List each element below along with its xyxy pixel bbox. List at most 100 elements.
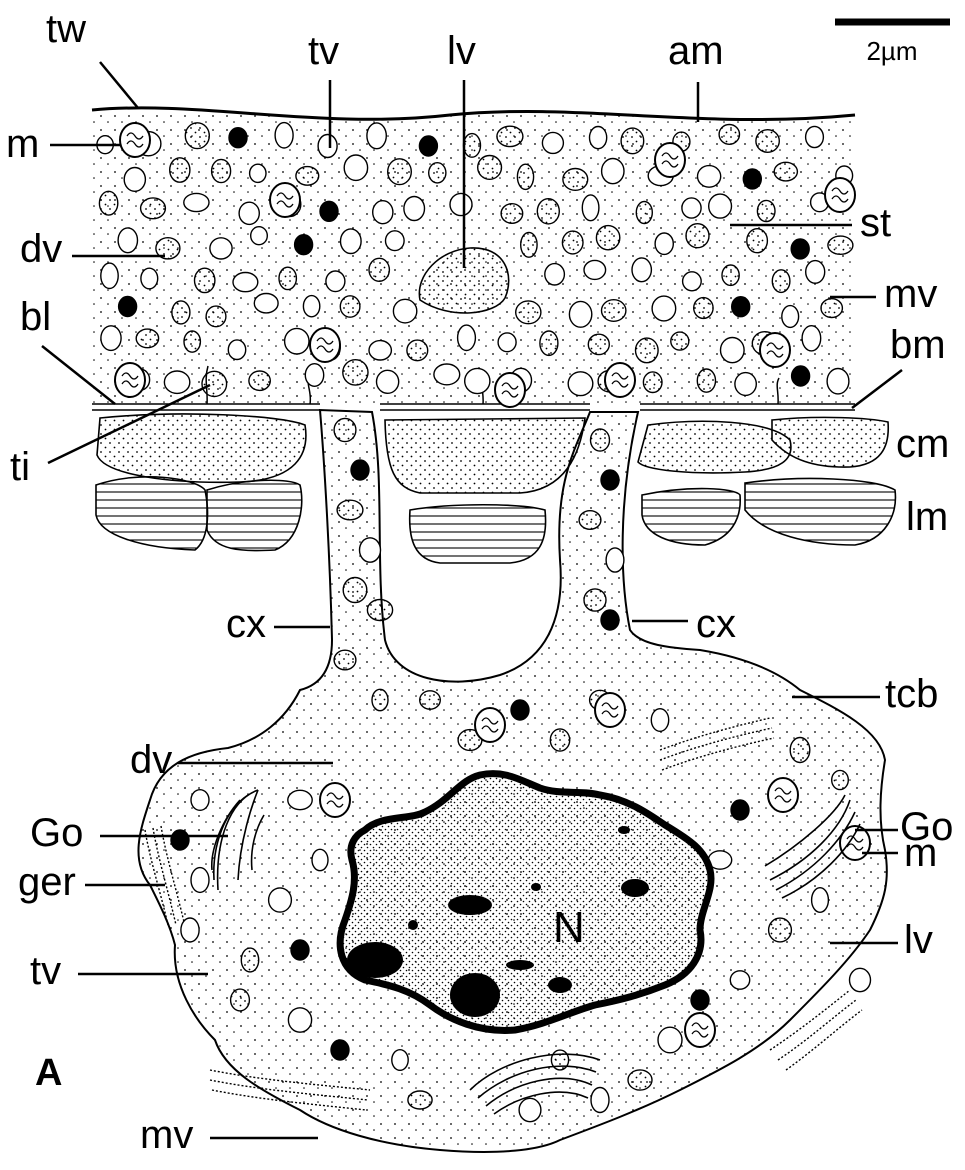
translucent-vesicle: [632, 258, 651, 282]
translucent-vesicle: [326, 271, 345, 292]
translucent-vesicle: [806, 261, 825, 284]
translucent-vesicle: [434, 364, 460, 385]
dense-vesicle: [731, 800, 749, 820]
dense-vesicle: [511, 700, 529, 720]
label-am: am: [668, 29, 724, 73]
multivesicular-body: [636, 338, 659, 363]
translucent-vesicle: [519, 1098, 541, 1121]
label-bm: bm: [890, 323, 946, 367]
multivesicular-body: [821, 299, 842, 318]
mitochondrion: [495, 373, 525, 407]
translucent-vesicle: [386, 231, 405, 251]
multivesicular-body: [212, 159, 231, 182]
translucent-vesicle: [730, 971, 749, 989]
multivesicular-body: [231, 989, 250, 1011]
multivesicular-body: [296, 167, 319, 186]
translucent-vesicle: [228, 340, 245, 360]
dense-vesicle: [291, 940, 309, 960]
label-mv-top: mv: [884, 272, 937, 316]
dense-vesicle: [732, 297, 750, 317]
multivesicular-body: [408, 1091, 432, 1109]
multivesicular-body: [337, 500, 363, 520]
translucent-vesicle: [118, 228, 137, 253]
multivesicular-body: [343, 360, 368, 385]
multivesicular-body: [420, 691, 441, 709]
multivesicular-body: [756, 130, 779, 153]
scale-bar-label: 2µm: [866, 36, 917, 66]
label-tv-bottom: tv: [30, 949, 61, 993]
multivesicular-body: [757, 200, 775, 221]
translucent-vesicle: [655, 233, 673, 254]
mitochondrion: [760, 333, 790, 367]
translucent-vesicle: [164, 371, 189, 393]
mitochondrion: [685, 1013, 715, 1047]
translucent-vesicle: [651, 709, 668, 732]
dense-vesicle: [419, 136, 437, 156]
translucent-vesicle: [404, 197, 425, 221]
multivesicular-body: [722, 265, 739, 285]
multivesicular-body: [621, 128, 644, 154]
multivesicular-body: [241, 948, 258, 972]
multivesicular-body: [828, 236, 853, 254]
dense-vesicle: [229, 128, 247, 148]
dense-vesicle: [601, 610, 619, 630]
multivesicular-body: [141, 198, 166, 219]
label-st: st: [860, 201, 891, 245]
dense-vesicle: [171, 830, 189, 850]
mitochondrion: [320, 783, 350, 817]
multivesicular-body: [464, 134, 481, 158]
translucent-vesicle: [303, 296, 319, 317]
translucent-vesicle: [606, 548, 624, 572]
translucent-vesicle: [682, 198, 701, 218]
translucent-vesicle: [465, 368, 490, 393]
translucent-vesicle: [341, 229, 362, 254]
multivesicular-body: [772, 270, 790, 293]
circular-muscle: [638, 421, 791, 473]
mitochondrion: [825, 178, 855, 212]
translucent-vesicle: [344, 155, 367, 180]
multivesicular-body: [832, 770, 849, 789]
multivesicular-body: [602, 300, 626, 322]
dense-vesicle: [351, 460, 369, 480]
label-go-left: Go: [30, 811, 83, 855]
multivesicular-body: [195, 268, 215, 292]
label-nucleus: N: [553, 903, 585, 952]
translucent-vesicle: [591, 1088, 609, 1113]
translucent-vesicle: [254, 294, 278, 313]
label-tv-top: tv: [308, 29, 339, 73]
translucent-vesicle: [251, 227, 268, 245]
translucent-vesicle: [850, 968, 871, 991]
multivesicular-body: [790, 738, 810, 763]
dense-vesicle: [601, 470, 619, 490]
translucent-vesicle: [305, 364, 323, 387]
longitudinal-muscle: [642, 489, 740, 545]
multivesicular-body: [279, 267, 296, 289]
dense-vesicle: [791, 239, 809, 259]
mitochondrion: [115, 363, 145, 397]
multivesicular-body: [206, 306, 226, 327]
translucent-vesicle: [377, 370, 399, 393]
mitochondrion: [655, 143, 685, 177]
multivesicular-body: [671, 332, 689, 350]
translucent-vesicle: [698, 166, 721, 188]
translucent-vesicle: [658, 1027, 682, 1053]
multivesicular-body: [249, 371, 270, 390]
translucent-vesicle: [602, 159, 624, 184]
multivesicular-body: [591, 429, 610, 451]
dense-vesicle: [331, 1040, 349, 1060]
multivesicular-body: [202, 371, 227, 396]
multivesicular-body: [516, 301, 541, 324]
mitochondrion: [310, 328, 340, 362]
translucent-vesicle: [590, 127, 607, 149]
multivesicular-body: [747, 229, 768, 253]
translucent-vesicle: [210, 238, 232, 259]
mitochondrion: [270, 183, 300, 217]
multivesicular-body: [388, 159, 412, 185]
multivesicular-body: [99, 191, 117, 215]
translucent-vesicle: [542, 132, 563, 153]
label-cx-right: cx: [696, 602, 736, 646]
multivesicular-body: [369, 258, 389, 281]
multivesicular-body: [596, 226, 619, 250]
multivesicular-body: [537, 199, 559, 224]
